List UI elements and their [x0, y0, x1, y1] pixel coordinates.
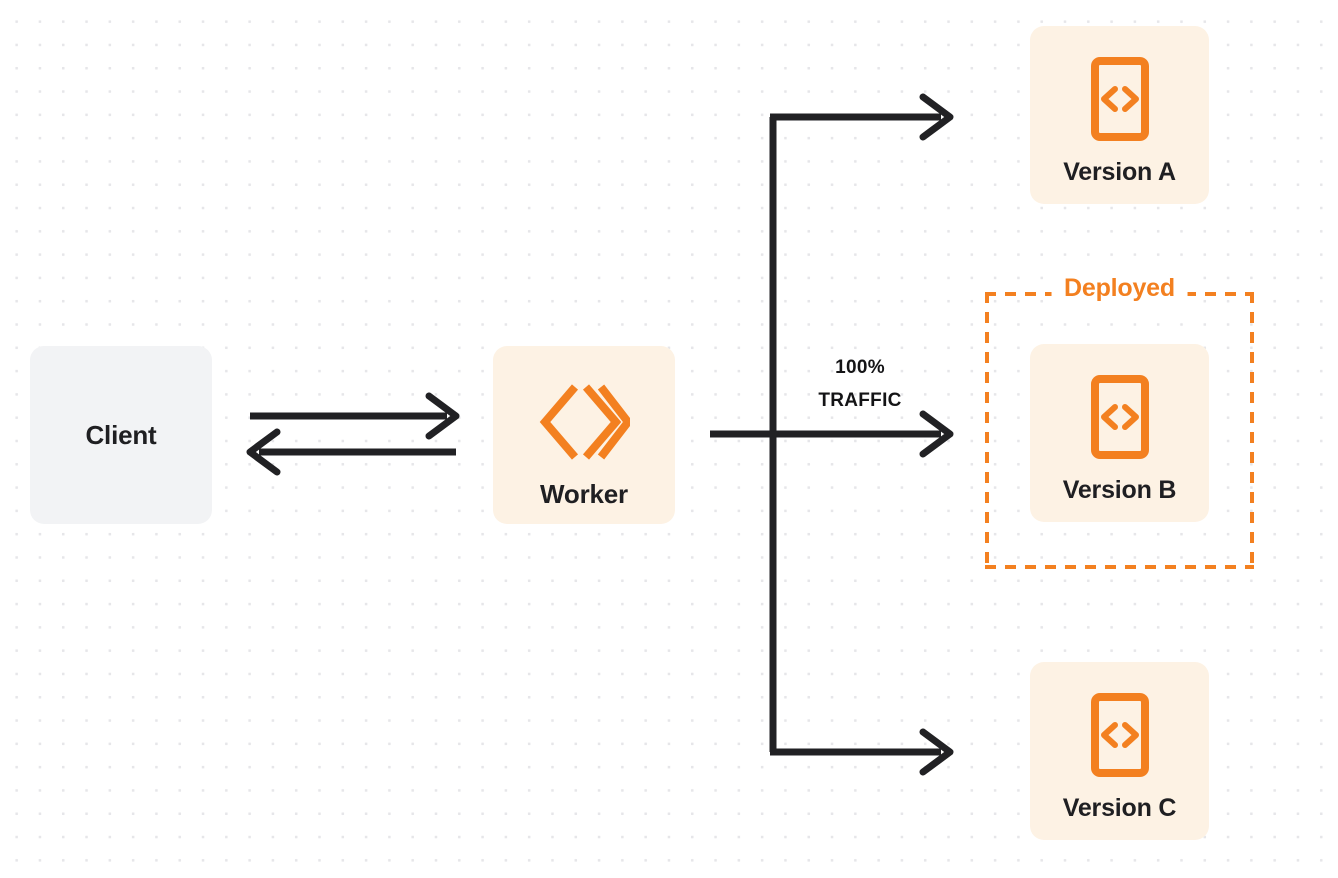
node-version-a[interactable]: Version A: [1030, 26, 1209, 204]
edge-bus-to-version-c: [770, 728, 954, 776]
node-version-b-label: Version B: [1062, 475, 1177, 504]
edge-bus-to-version-a: [770, 93, 954, 141]
node-version-c[interactable]: Version C: [1030, 662, 1209, 840]
code-file-icon: [1090, 692, 1149, 777]
traffic-percent-value: 100%: [835, 357, 885, 378]
traffic-unit-label: TRAFFIC: [818, 390, 902, 411]
node-version-c-label: Version C: [1062, 793, 1177, 822]
edge-worker-to-version-b: [710, 410, 954, 458]
edge-worker-to-client: [246, 428, 456, 476]
node-client-label: Client: [85, 419, 157, 450]
node-version-b[interactable]: Version B: [1030, 344, 1209, 522]
code-file-icon: [1090, 56, 1149, 141]
code-file-icon: [1090, 374, 1149, 459]
edge-client-to-worker: [250, 392, 460, 440]
node-version-a-label: Version A: [1063, 157, 1176, 186]
traffic-percentage-label: 100% TRAFFIC: [789, 351, 931, 417]
node-client[interactable]: Client: [30, 346, 212, 524]
node-worker[interactable]: Worker: [493, 346, 675, 524]
node-worker-label: Worker: [540, 478, 628, 509]
workers-logo-icon: [539, 383, 630, 460]
